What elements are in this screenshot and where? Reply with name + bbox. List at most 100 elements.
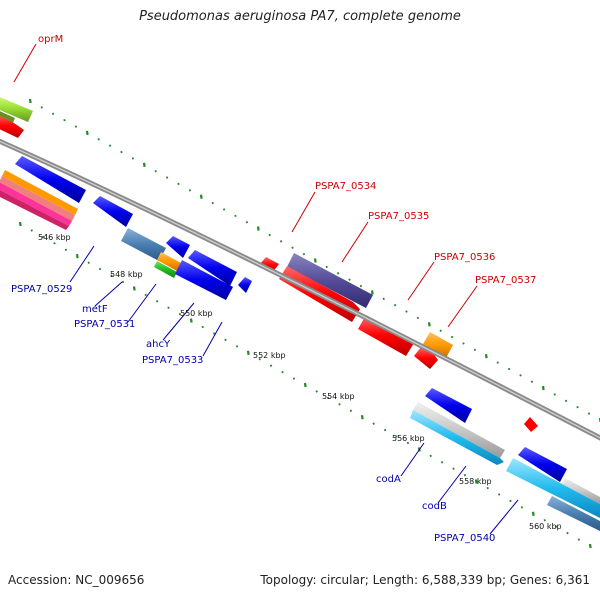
gene-label-PSPA7_0535[interactable]: PSPA7_0535 [368, 211, 429, 222]
topology-text: Topology: circular; Length: 6,588,339 bp… [260, 573, 590, 587]
inner-ring-tick [212, 332, 216, 335]
outer-ring-tick [359, 284, 363, 288]
inner-ring-tick [497, 493, 501, 496]
inner-ring-tick [110, 274, 113, 277]
outer-ring-tick [268, 233, 271, 237]
inner-ring-tick [292, 377, 296, 380]
cds-metF[interactable] [121, 228, 166, 261]
cds-PSPA7_0536[interactable] [358, 315, 414, 356]
tick-labels: 546 kbp 548 kbp 550 kbp 552 kbp 554 kbp … [38, 233, 562, 531]
cds-PSPA7_0530[interactable] [93, 196, 133, 227]
tick-label-558: 558 kbp [459, 477, 492, 486]
outer-ring-tick [222, 208, 226, 211]
tick-label-560: 560 kbp [529, 522, 562, 531]
outer-ring-tick [74, 125, 78, 128]
outer-ring-tick [462, 342, 465, 345]
outer-ring-tick [541, 385, 545, 391]
cds-PSPA7_0540[interactable] [506, 458, 600, 518]
inner-ring-tick [121, 280, 125, 284]
cds-small-forward[interactable] [259, 257, 279, 273]
cds-PSPA7_0529[interactable] [15, 156, 86, 203]
outer-ring-tick [439, 329, 442, 332]
cds-PSPA7_0532[interactable] [188, 250, 237, 286]
gene-label-PSPA7_0534[interactable]: PSPA7_0534 [315, 181, 376, 192]
gene-label-PSPA7_0536[interactable]: PSPA7_0536 [434, 252, 495, 263]
inner-ring-tick [554, 525, 558, 528]
outer-ring-tick [553, 393, 556, 396]
inner-ring-tick [224, 338, 227, 342]
outer-ring-tick [85, 130, 89, 136]
label-connector-line [447, 285, 478, 328]
map-title: Pseudomonas aeruginosa PA7, complete gen… [139, 9, 461, 24]
inner-ring-tick [383, 428, 387, 432]
cds-small-forward-3[interactable] [524, 417, 538, 432]
outer-ring-tick [154, 169, 157, 173]
inner-ring-tick [349, 409, 353, 412]
gene-label-PSPA7_0537[interactable]: PSPA7_0537 [475, 275, 536, 286]
outer-ring-tick [370, 290, 374, 295]
inner-ring-tick [235, 345, 239, 348]
gene-label-ahcY[interactable]: ahcY [146, 339, 171, 350]
label-connector-line [407, 261, 435, 301]
cds-codA-2[interactable] [413, 402, 505, 458]
inner-ring-tick [269, 364, 273, 367]
inner-ring-tick [531, 511, 535, 516]
label-connector-line [94, 281, 123, 307]
gene-label-codB[interactable]: codB [422, 501, 447, 512]
gene-labels-reverse: PSPA7_0529 metF PSPA7_0531 ahcY PSPA7_05… [11, 284, 495, 544]
cds-PSPA7_0537[interactable] [423, 332, 453, 358]
inner-ring-tick [338, 403, 341, 406]
outer-ring-tick [313, 258, 317, 263]
gene-label-metF[interactable]: metF [82, 304, 108, 315]
inner-ring-tick [588, 543, 592, 549]
tick-label-552: 552 kbp [253, 351, 286, 360]
cds-ahcY-2[interactable] [154, 261, 177, 278]
gene-label-oprM[interactable]: oprM [38, 34, 63, 45]
inner-ring-tick [463, 473, 467, 477]
inner-ring-tick [520, 506, 524, 509]
label-connector-line [489, 499, 519, 535]
outer-ring-tick [131, 157, 135, 160]
outer-ring-tick [256, 226, 260, 231]
inner-ring-tick [360, 415, 364, 420]
outer-ring-tick [427, 322, 431, 327]
cds-PSPA7_0539[interactable] [518, 447, 567, 482]
tick-label-546: 546 kbp [38, 233, 71, 242]
inner-ring-tick [326, 396, 330, 400]
outer-ring-tick [587, 412, 591, 415]
cds-oprM[interactable] [0, 95, 33, 138]
inner-ring-tick [474, 479, 478, 484]
outer-ring-tick [393, 303, 397, 307]
inner-ring-tick [486, 486, 489, 490]
cds-ahcY[interactable] [157, 252, 181, 271]
inner-ring-tick [144, 293, 147, 297]
inner-ring-tick [372, 422, 375, 425]
gene-label-PSPA7_0531[interactable]: PSPA7_0531 [74, 319, 135, 330]
inner-ring-tick [509, 499, 512, 503]
tick-label-556: 556 kbp [392, 434, 425, 443]
outer-ring-tick [336, 272, 340, 275]
cds-PSPA7_0541[interactable] [547, 496, 600, 531]
cds-small-reverse[interactable] [238, 277, 252, 293]
outer-ring-tick [348, 278, 351, 281]
outer-ring-tick [325, 265, 328, 269]
label-connector-line [13, 43, 37, 83]
gene-label-PSPA7_0540[interactable]: PSPA7_0540 [434, 533, 495, 544]
inner-ring-tick [452, 467, 455, 470]
cds-codB[interactable] [410, 410, 504, 465]
gene-label-codA[interactable]: codA [376, 474, 401, 485]
outer-ring-tick [165, 176, 169, 179]
gene-label-PSPA7_0529[interactable]: PSPA7_0529 [11, 284, 72, 295]
gene-label-PSPA7_0533[interactable]: PSPA7_0533 [142, 355, 203, 366]
cds-multi-annotation[interactable] [0, 170, 78, 230]
cds-codA[interactable] [425, 388, 472, 423]
outer-ring-tick [496, 361, 499, 364]
outer-ring-tick [97, 138, 100, 141]
inner-ring-tick [201, 325, 204, 329]
cds-PSPA7_0531[interactable] [166, 236, 190, 258]
cds-PSPA7_0534[interactable] [287, 253, 373, 308]
cds-PSPA7_0540-2[interactable] [562, 478, 600, 504]
cds-PSPA7_0533[interactable] [175, 260, 233, 300]
